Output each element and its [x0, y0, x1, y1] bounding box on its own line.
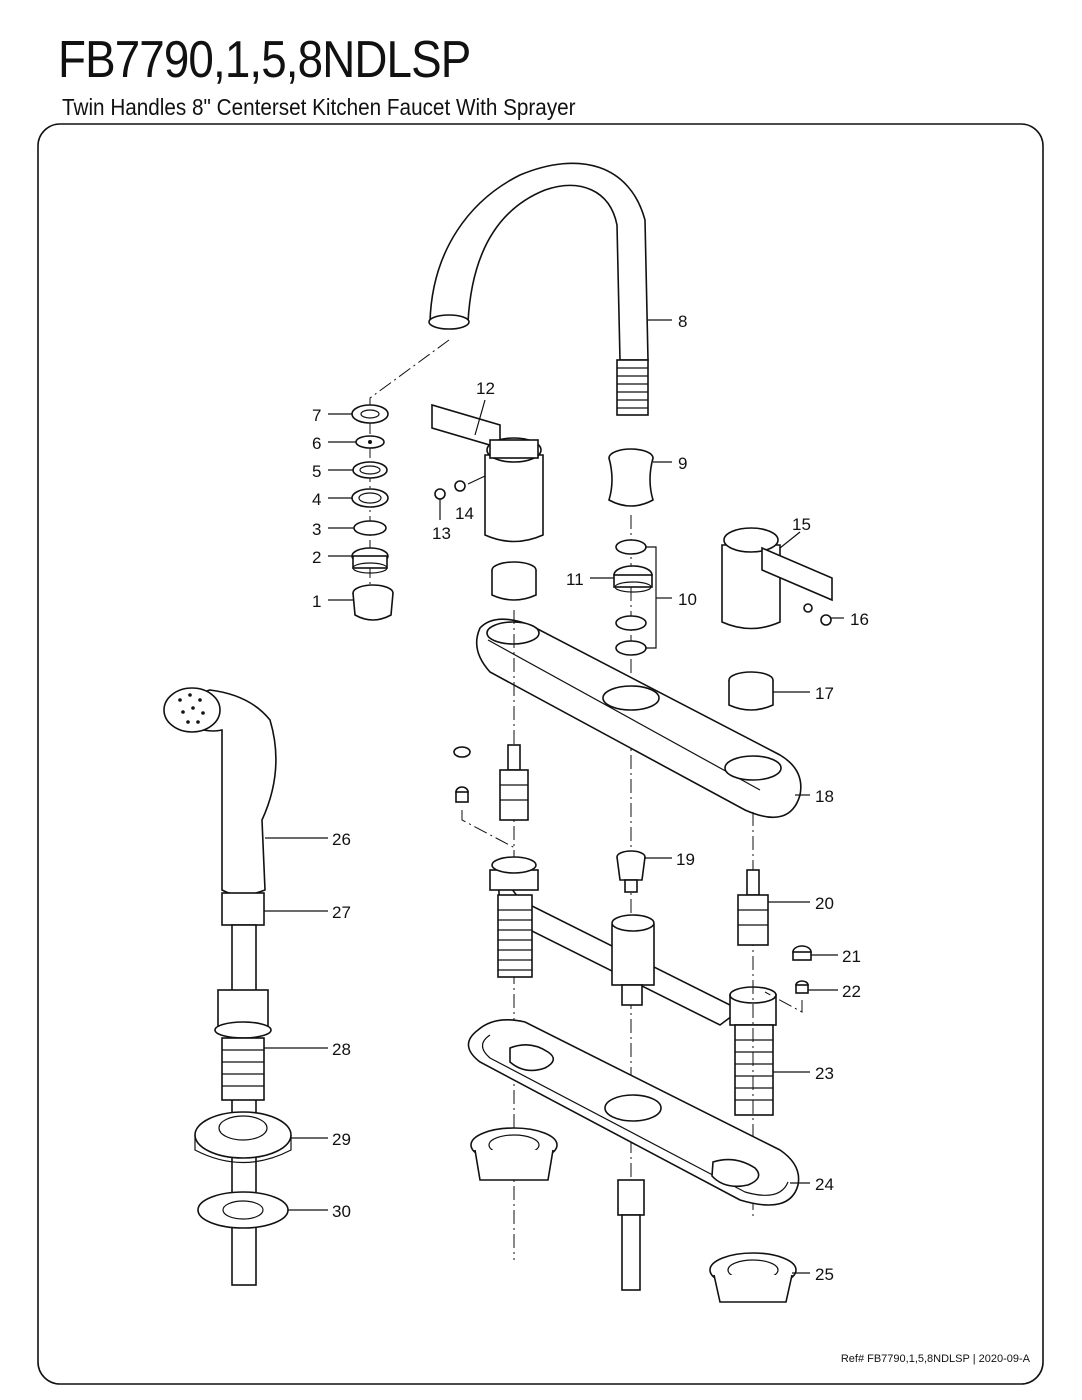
o-ring-10c — [615, 640, 647, 656]
left-bonnet-nut — [491, 561, 537, 601]
spout-part — [428, 162, 649, 416]
set-screw-16 — [803, 603, 832, 626]
callout-8: 8 — [678, 312, 687, 331]
mounting-washer-30 — [197, 1191, 289, 1229]
callout-25: 25 — [815, 1265, 834, 1284]
aerator-housing-1 — [352, 584, 394, 621]
valve-body-23 — [489, 856, 777, 1116]
callout-labels: 1 2 3 4 5 6 7 8 9 10 11 12 13 14 15 16 1… — [312, 312, 869, 1284]
callout-3: 3 — [312, 520, 321, 539]
page-title: FB7790,1,5,8NDLSP — [58, 31, 471, 89]
aerator-part-2 — [351, 547, 389, 574]
reference-footer: Ref# FB7790,1,5,8NDLSP | 2020-09-A — [841, 1353, 1031, 1365]
hose-guide-27 — [221, 892, 265, 926]
callout-1: 1 — [312, 592, 321, 611]
callout-24: 24 — [815, 1175, 834, 1194]
left-handle-part — [431, 403, 544, 543]
sprayer-base-28 — [214, 989, 272, 1101]
aerator-screen-3 — [353, 520, 387, 536]
cap-13 — [434, 488, 446, 520]
aerator-part-5 — [352, 461, 388, 479]
callout-7: 7 — [312, 406, 321, 425]
callout-18: 18 — [815, 787, 834, 806]
callout-11: 11 — [566, 570, 584, 589]
callout-13: 13 — [432, 524, 451, 543]
callout-14: 14 — [455, 504, 474, 523]
callout-10: 10 — [678, 590, 697, 609]
callout-5: 5 — [312, 462, 321, 481]
callout-2: 2 — [312, 548, 321, 567]
left-cartridge — [499, 744, 529, 821]
hose-connector — [617, 1179, 645, 1291]
right-bonnet-nut-17 — [728, 671, 774, 711]
diverter-19 — [616, 850, 646, 893]
right-cartridge-20 — [737, 869, 769, 946]
spring-22 — [795, 980, 809, 994]
spout-nut-9 — [608, 448, 654, 507]
escutcheon-29 — [194, 1111, 292, 1163]
seat-washer-21 — [792, 945, 812, 961]
page-subtitle: Twin Handles 8" Centerset Kitchen Faucet… — [62, 94, 576, 120]
gasket-24 — [467, 1019, 800, 1206]
callout-28: 28 — [332, 1040, 351, 1059]
callout-30: 30 — [332, 1202, 351, 1221]
aerator-part-4 — [351, 488, 389, 508]
callout-26: 26 — [332, 830, 351, 849]
mounting-nut-left — [470, 1127, 558, 1181]
callout-27: 27 — [332, 903, 351, 922]
leader-lines — [264, 319, 844, 1274]
callout-29: 29 — [332, 1130, 351, 1149]
mounting-nut-25 — [709, 1252, 797, 1303]
callout-15: 15 — [792, 515, 811, 534]
sprayer-hose — [231, 924, 257, 1286]
right-handle-part — [721, 527, 833, 630]
callout-17: 17 — [815, 684, 834, 703]
diagram-frame — [37, 123, 1044, 1385]
callout-23: 23 — [815, 1064, 834, 1083]
callout-19: 19 — [676, 850, 695, 869]
aerator-part-6 — [355, 435, 385, 449]
callout-12: 12 — [476, 379, 495, 398]
callout-6: 6 — [312, 434, 321, 453]
set-screw-14 — [454, 480, 466, 492]
callout-16: 16 — [850, 610, 869, 629]
aerator-part-7 — [351, 404, 389, 424]
callout-21: 21 — [842, 947, 861, 966]
callout-4: 4 — [312, 490, 321, 509]
callout-20: 20 — [815, 894, 834, 913]
swivel-ring-11 — [613, 565, 653, 593]
callout-22: 22 — [842, 982, 861, 1001]
seat-washer-left — [453, 746, 471, 803]
o-ring-10a — [615, 539, 647, 555]
o-ring-10b — [615, 615, 647, 631]
sprayer-head-26 — [163, 687, 277, 896]
callout-9: 9 — [678, 454, 687, 473]
